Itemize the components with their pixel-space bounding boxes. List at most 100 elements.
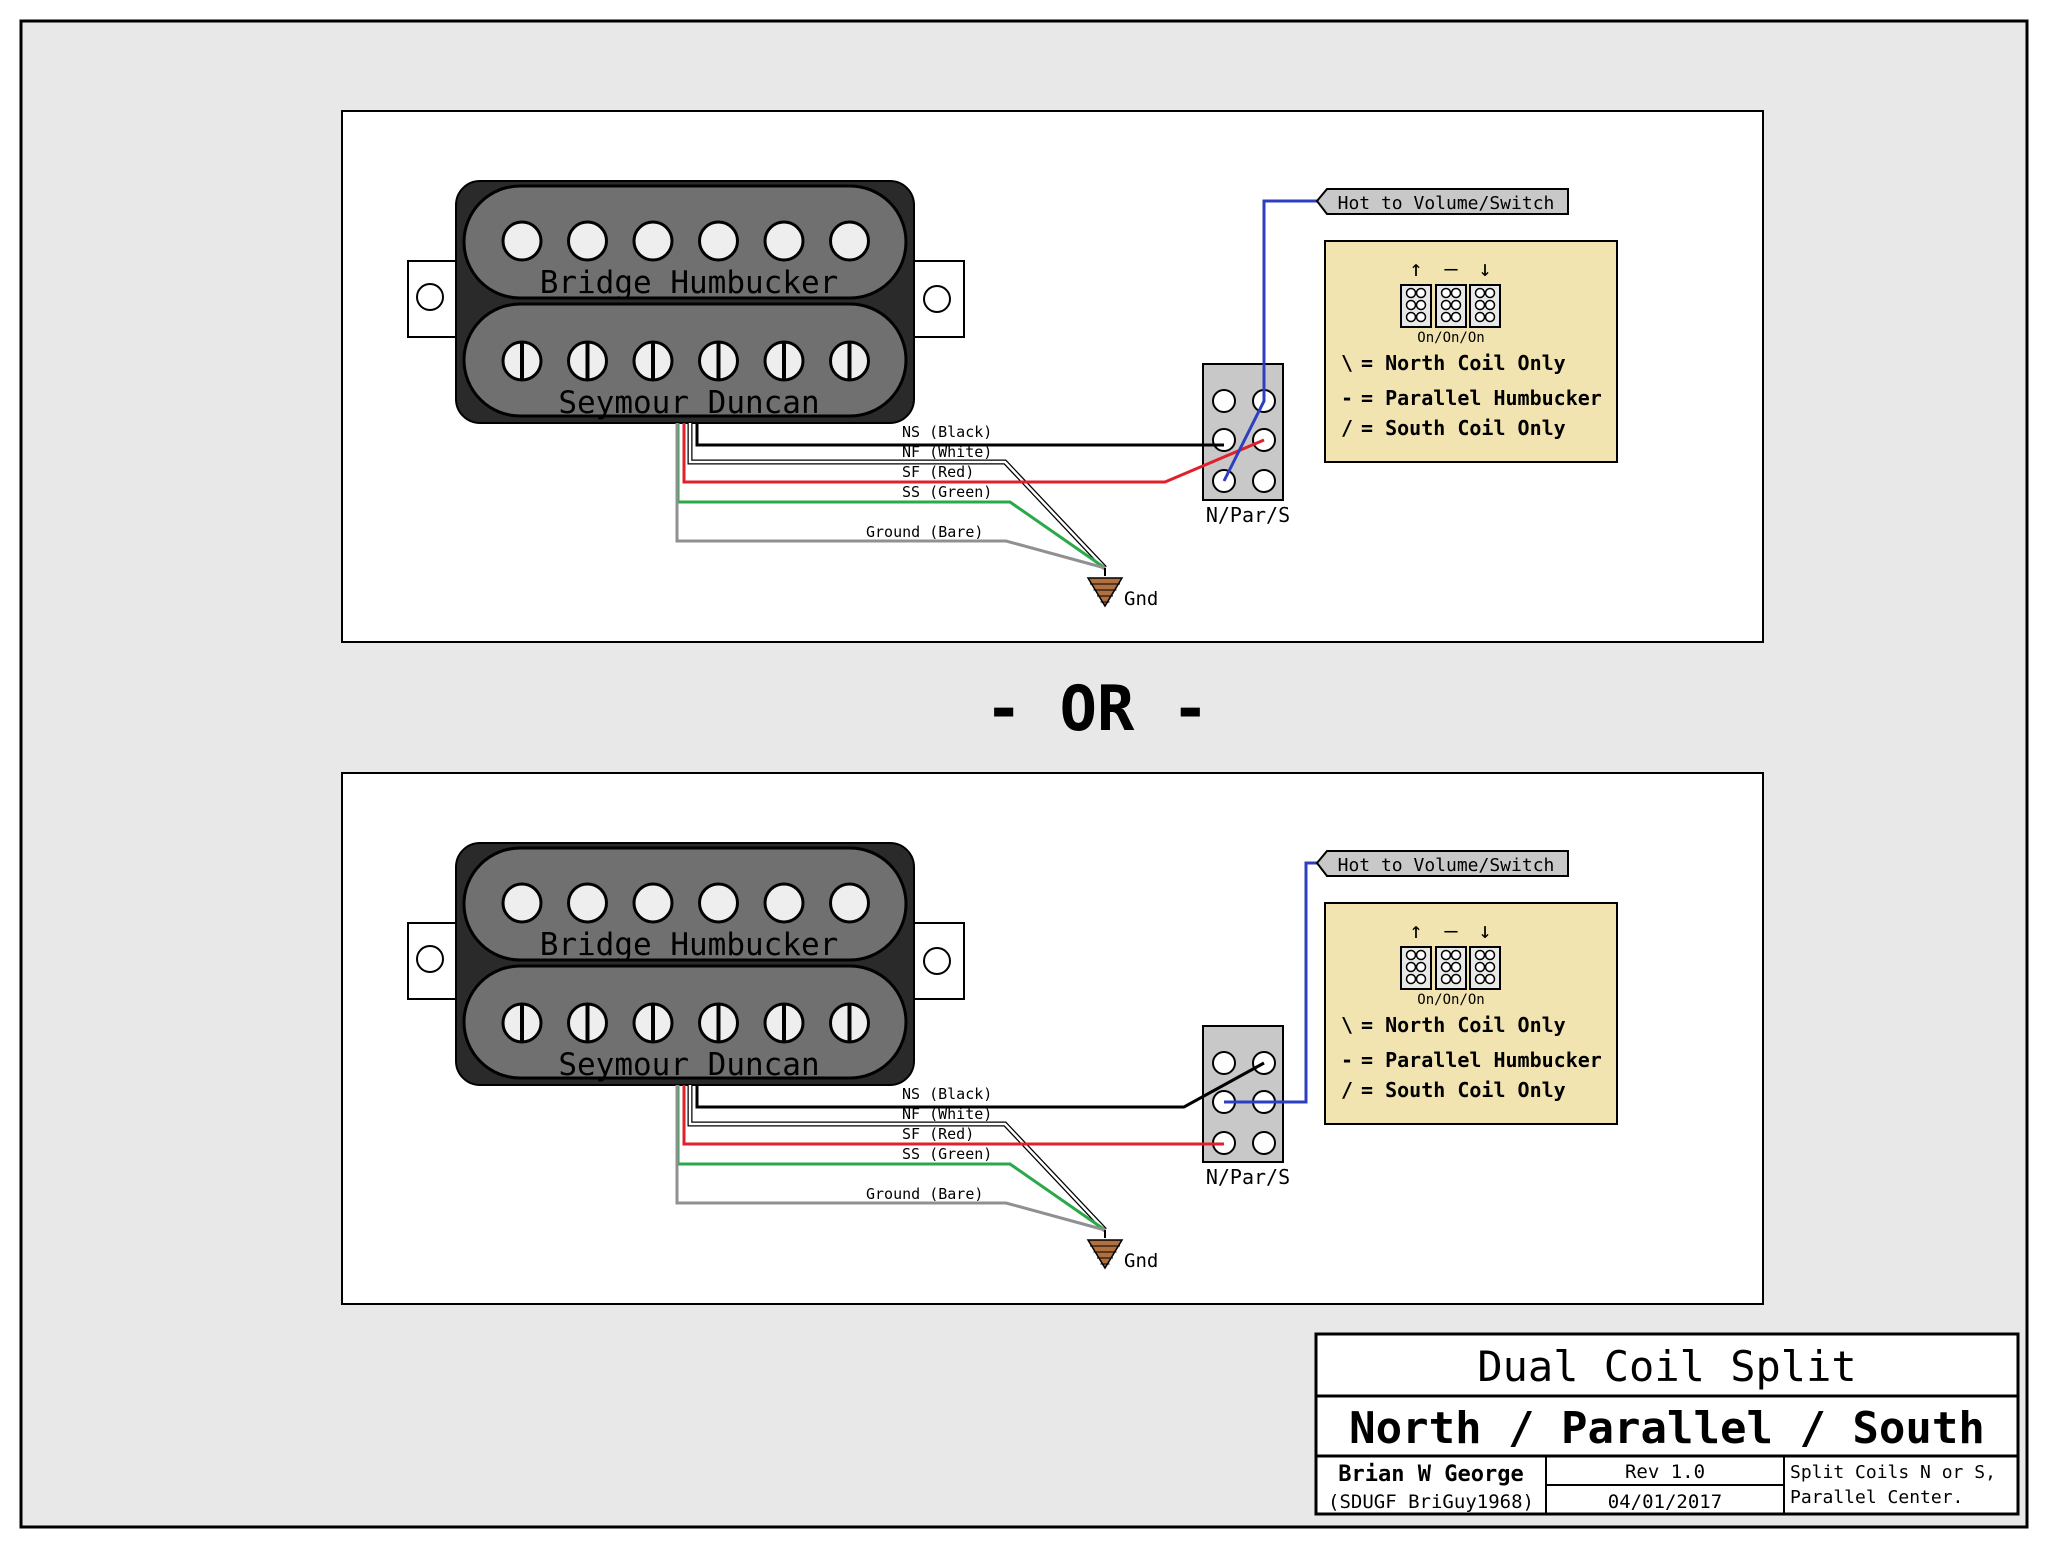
switch-lug xyxy=(1252,469,1276,493)
wire-label-ss: SS (Green) xyxy=(902,1145,992,1163)
legend-arrow: ↓ xyxy=(1478,257,1491,282)
pole-piece xyxy=(632,220,674,262)
hot-flag xyxy=(1315,850,1569,877)
switch-legend: ↑—↓On/On/On\= North Coil Only-= Parallel… xyxy=(1324,902,1618,1125)
legend-lug xyxy=(1440,311,1452,323)
wire-ns xyxy=(695,1061,1265,1109)
legend-symbol: \ xyxy=(1341,1013,1353,1037)
legend-lug xyxy=(1405,949,1417,961)
pole-piece xyxy=(698,220,739,262)
legend-row-text: = Parallel Humbucker xyxy=(1361,1048,1602,1072)
legend-lug xyxy=(1474,949,1486,961)
legend-lug xyxy=(1440,287,1452,299)
legend-lug xyxy=(1474,287,1486,299)
legend-lug xyxy=(1405,287,1417,299)
pickup-bottom-label: Seymour Duncan xyxy=(558,1047,819,1083)
wire-label-ground: Ground (Bare) xyxy=(866,523,983,541)
wire-nf xyxy=(688,1085,1106,1231)
legend-symbol: - xyxy=(1341,1048,1353,1072)
legend-lug xyxy=(1474,311,1486,323)
legend-lug xyxy=(1484,299,1496,311)
legend-arrow: — xyxy=(1444,919,1458,944)
south-bobbin xyxy=(462,302,908,418)
legend-lug xyxy=(1415,973,1427,985)
title-block-note-line1: Split Coils N or S, xyxy=(1790,1462,1996,1483)
legend-lug xyxy=(1440,961,1452,973)
legend-row-text: = South Coil Only xyxy=(1361,1078,1566,1102)
legend-symbol: - xyxy=(1341,386,1353,410)
south-bobbin xyxy=(462,964,908,1080)
pole-piece xyxy=(763,882,805,924)
title-block-note-line2: Parallel Center. xyxy=(1790,1487,1963,1508)
wire-label-ground: Ground (Bare) xyxy=(866,1185,983,1203)
hot-wire xyxy=(1222,199,1317,482)
legend-symbol: / xyxy=(1341,416,1353,440)
legend-lug xyxy=(1450,287,1462,299)
ground-symbol: Gnd xyxy=(1086,568,1158,610)
wire-label-sf: SF (Red) xyxy=(902,463,974,481)
legend-lug xyxy=(1415,961,1427,973)
wire-label-nf: NF (White) xyxy=(902,443,992,461)
hot-label: Hot to Volume/Switch xyxy=(1338,855,1555,876)
ground-label: Gnd xyxy=(1124,1250,1158,1272)
mini-switch: N/Par/S xyxy=(1202,1025,1290,1189)
legend-lug xyxy=(1450,299,1462,311)
legend-symbol: / xyxy=(1341,1078,1353,1102)
switch-label: N/Par/S xyxy=(1206,1165,1290,1189)
legend-row-text: = North Coil Only xyxy=(1361,351,1566,375)
legend-lug xyxy=(1484,973,1496,985)
legend-lug xyxy=(1450,311,1462,323)
legend-arrow: ↑ xyxy=(1409,919,1422,944)
switch-lug xyxy=(1212,428,1236,452)
hot-output: Hot to Volume/Switch xyxy=(1224,850,1569,1104)
title-block-author: Brian W George xyxy=(1338,1462,1523,1487)
wire-sf xyxy=(682,423,1265,484)
legend-arrow: ↓ xyxy=(1478,919,1491,944)
title-block-revision: Rev 1.0 xyxy=(1625,1461,1705,1483)
switch-lug xyxy=(1212,389,1236,413)
legend-lug xyxy=(1405,961,1417,973)
legend-lug xyxy=(1450,949,1462,961)
title-block-title: Dual Coil Split xyxy=(1477,1342,1856,1391)
wire-label-sf: SF (Red) xyxy=(902,1125,974,1143)
wire-ground xyxy=(675,423,1106,570)
pickup-top-label: Bridge Humbucker xyxy=(540,927,839,963)
mounting-hole-left xyxy=(416,283,444,311)
switch-lug xyxy=(1212,1051,1236,1075)
ground-triangle xyxy=(1086,1239,1124,1270)
north-bobbin xyxy=(462,184,908,300)
legend-switch-type: On/On/On xyxy=(1417,330,1484,346)
ground-label: Gnd xyxy=(1124,588,1158,610)
wire-label-ns: NS (Black) xyxy=(902,423,992,441)
hot-flag xyxy=(1315,188,1569,215)
legend-lug xyxy=(1440,299,1452,311)
title-block-date: 04/01/2017 xyxy=(1608,1491,1722,1513)
pole-piece xyxy=(698,882,739,924)
legend-lug xyxy=(1474,973,1486,985)
title-block: Dual Coil Split North / Parallel / South… xyxy=(1314,1332,2020,1516)
legend-lug xyxy=(1415,949,1427,961)
legend-lug xyxy=(1450,973,1462,985)
pole-piece xyxy=(567,882,608,924)
switch-label: N/Par/S xyxy=(1206,503,1290,527)
wire-ground xyxy=(675,1085,1106,1232)
hot-label: Hot to Volume/Switch xyxy=(1338,193,1555,214)
legend-lug xyxy=(1405,311,1417,323)
pole-piece xyxy=(829,882,870,924)
pole-piece xyxy=(567,220,608,262)
pickup-bottom-label: Seymour Duncan xyxy=(558,385,819,421)
pole-piece xyxy=(632,882,674,924)
legend-arrow: — xyxy=(1444,257,1458,282)
wire-label-ns: NS (Black) xyxy=(902,1085,992,1103)
hot-wire xyxy=(1224,861,1317,1104)
wire-label-ss: SS (Green) xyxy=(902,483,992,501)
title-block-subtitle: North / Parallel / South xyxy=(1349,1403,1985,1454)
legend-lug xyxy=(1484,311,1496,323)
pickup-top-label: Bridge Humbucker xyxy=(540,265,839,301)
legend-lug xyxy=(1440,949,1452,961)
pickup-leads: NS (Black)NF (White)SF (Red)SS (Green)Gr… xyxy=(675,1061,1265,1232)
legend-row-text: = South Coil Only xyxy=(1361,416,1566,440)
